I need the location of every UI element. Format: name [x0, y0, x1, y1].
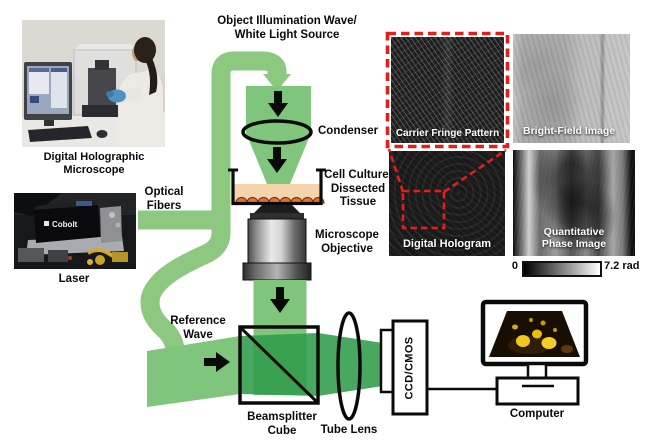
microscope-objective-line1: Microscope: [315, 229, 379, 241]
laser-device-label: Cobolt: [52, 220, 78, 229]
combined-beam-to-sensor: [240, 333, 383, 396]
reference-wave-label: Reference Wave: [160, 315, 236, 342]
fiber-to-reference: [140, 224, 231, 358]
microscope-objective-label: Microscope Objective: [304, 229, 390, 256]
illumination-beam: [246, 86, 311, 184]
panel-digital-hologram: Digital Hologram: [389, 151, 505, 256]
cell-culture-dish: [228, 168, 326, 206]
beamsplitter-line2: Cube: [267, 424, 297, 437]
quantitative-phase-label-line2: Phase Image: [541, 238, 607, 250]
beamsplitter-cube: [238, 325, 320, 405]
object-illumination-label: Object Illumination Wave/ White Light So…: [196, 15, 378, 42]
condenser-lens: [241, 119, 313, 145]
reference-wave-line2: Wave: [183, 328, 213, 341]
laser-photo: Cobolt: [14, 193, 136, 269]
computer-label: Computer: [509, 408, 565, 420]
panel-carrier-fringe: Carrier Fringe Pattern: [391, 37, 504, 143]
tube-lens-label: Tube Lens: [320, 424, 378, 436]
ccd-cmos-label: CCD/CMOS: [393, 321, 427, 414]
ccd-cmos-sensor: [379, 319, 429, 416]
reference-wave-line1: Reference: [170, 315, 226, 327]
fiber-arrowhead-illumination: [263, 74, 291, 91]
optical-fibers-line1: Optical: [144, 186, 184, 198]
panel-bright-field: Bright-Field Image: [513, 34, 630, 143]
laser-photo-caption: Laser: [58, 273, 90, 285]
microscope-photo: [22, 20, 165, 147]
colorbar-max: 7.2 rad: [604, 260, 640, 272]
computer: [480, 299, 589, 406]
carrier-fringe-label: Carrier Fringe Pattern: [395, 128, 500, 139]
cell-culture-label: Cell Culture/ Dissected Tissue: [314, 169, 402, 210]
reference-beam: [147, 336, 240, 407]
object-illumination-line2: White Light Source: [234, 28, 340, 41]
cell-culture-line1: Cell Culture/: [324, 169, 392, 181]
microscope-objective-line2: Objective: [321, 242, 373, 255]
cell-culture-line2: Dissected: [330, 182, 386, 195]
quantitative-phase-label-line1: Quantitative: [543, 226, 605, 238]
condenser-label: Condenser: [318, 125, 379, 137]
colorbar-min: 0: [511, 260, 518, 272]
phase-colorbar: [522, 261, 602, 277]
beamsplitter-label: Beamsplitter Cube: [238, 411, 326, 438]
optical-fiber-path: [138, 51, 287, 358]
microscope-objective: [242, 205, 312, 281]
panel-quantitative-phase: Quantitative Phase Image: [513, 150, 635, 256]
bright-field-label: Bright-Field Image: [523, 125, 616, 137]
optical-fibers-label: Optical Fibers: [128, 186, 200, 213]
object-illumination-line1: Object Illumination Wave/: [217, 15, 357, 27]
microscope-photo-caption: Digital Holographic Microscope: [43, 151, 145, 176]
tube-lens: [336, 311, 362, 421]
beamsplitter-line1: Beamsplitter: [247, 411, 317, 423]
fiber-to-illumination: [211, 51, 287, 232]
cell-culture-line3: Tissue: [339, 196, 377, 209]
digital-hologram-label: Digital Hologram: [402, 238, 491, 250]
optical-fibers-line2: Fibers: [146, 199, 182, 212]
ccd-cmos-text: CCD/CMOS: [404, 335, 416, 400]
